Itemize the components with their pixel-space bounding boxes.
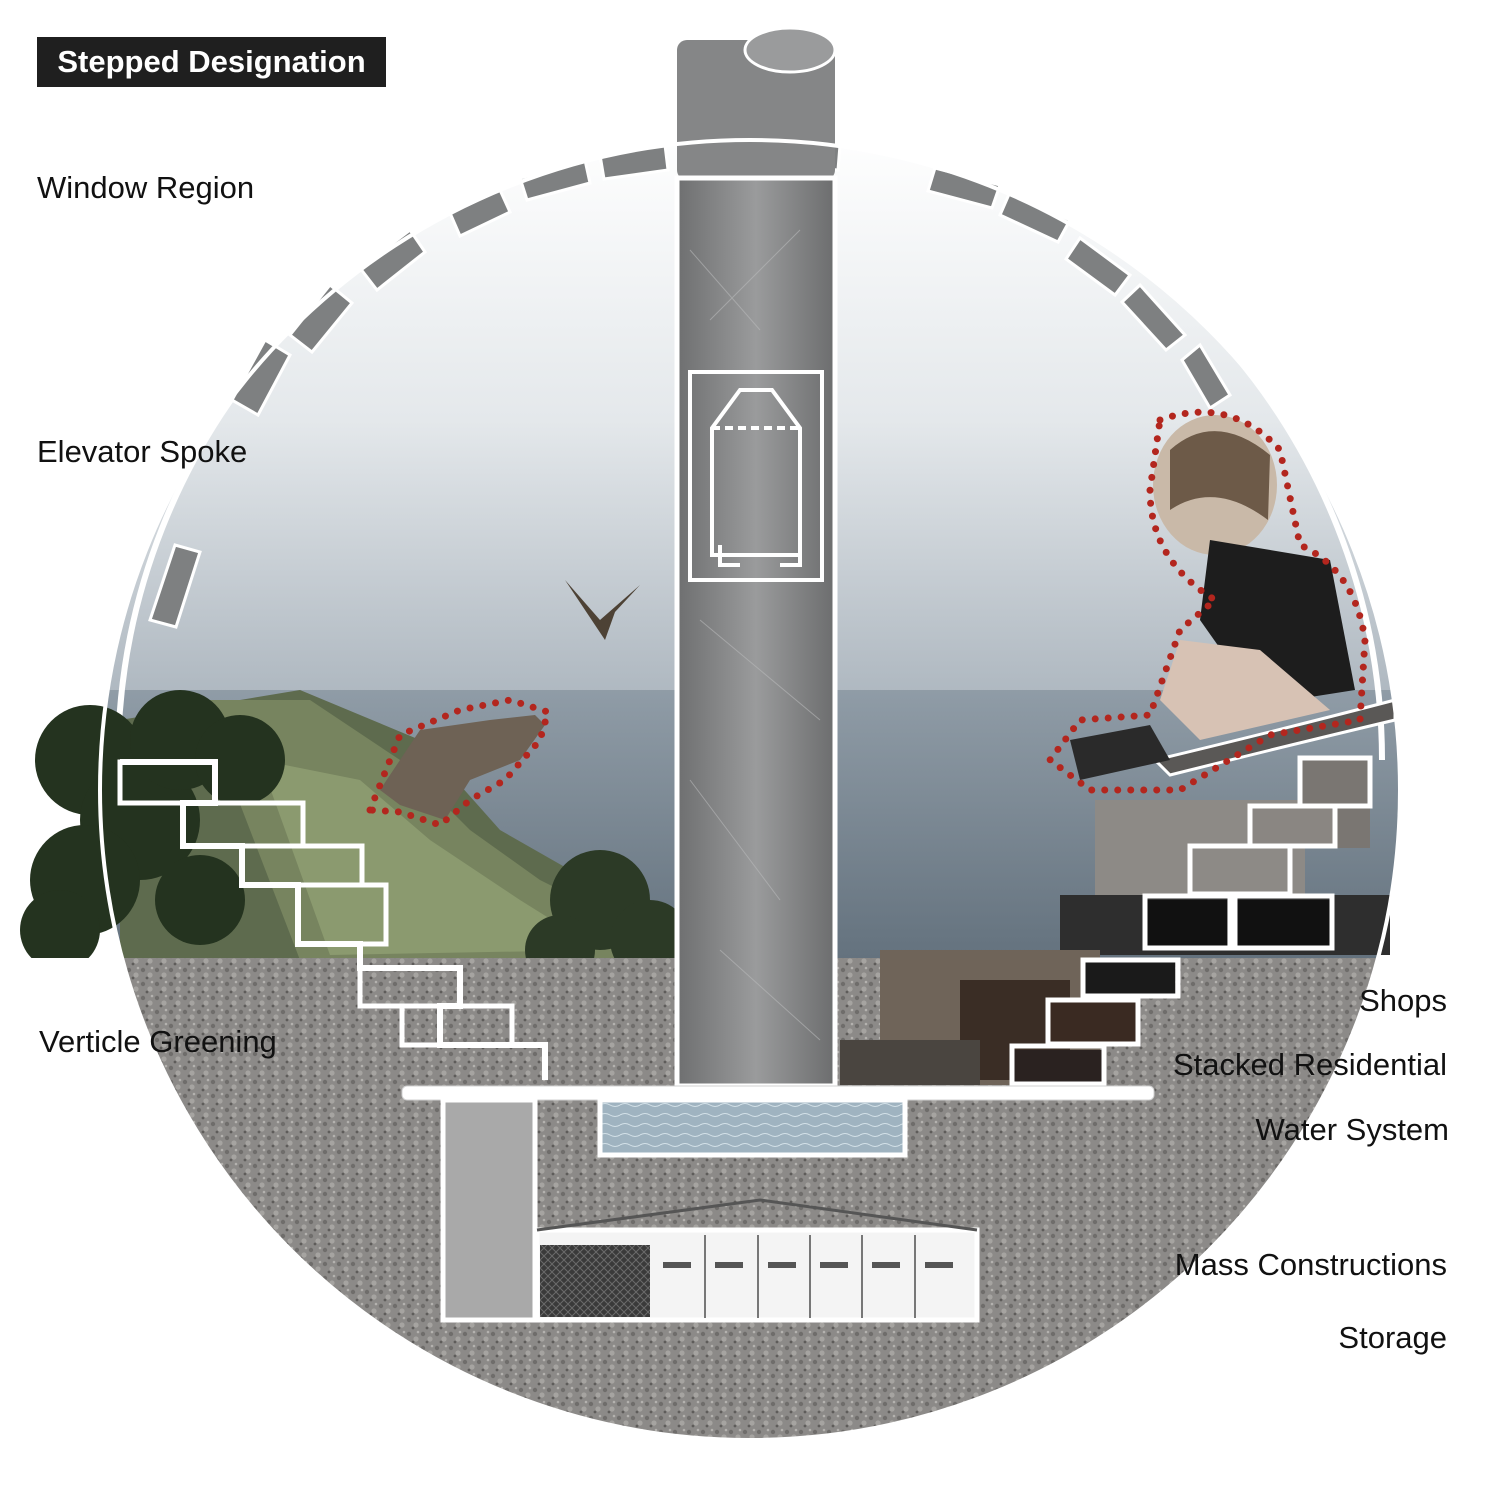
label-stacked-residential: Stacked Residential (1173, 1047, 1447, 1082)
dog (380, 715, 545, 820)
label-mass-constructions: Mass Constructions (1174, 1247, 1447, 1282)
child (1070, 415, 1355, 780)
shaft-cap (677, 40, 835, 180)
underground-shaft (440, 1097, 538, 1323)
storage-warehouse (534, 1198, 980, 1323)
label-verticle-greening: Verticle Greening (39, 1024, 277, 1059)
stepped-outline-right (1009, 755, 1373, 1087)
elevator-shaft (674, 175, 838, 1089)
label-window-region: Window Region (37, 170, 255, 205)
page-title: Stepped Designation (37, 37, 386, 87)
label-shops: Shops (1359, 983, 1447, 1018)
water-tank (597, 1097, 908, 1158)
label-storage: Storage (1338, 1320, 1447, 1355)
label-water-system: Water System (1255, 1112, 1450, 1147)
outer-circle (98, 138, 1402, 1442)
trees-center (525, 850, 690, 958)
bird (565, 580, 640, 640)
label-elevator-spoke: Elevator Spoke (37, 434, 248, 469)
elevator-car (688, 370, 824, 582)
right-buildings (840, 760, 1390, 1085)
